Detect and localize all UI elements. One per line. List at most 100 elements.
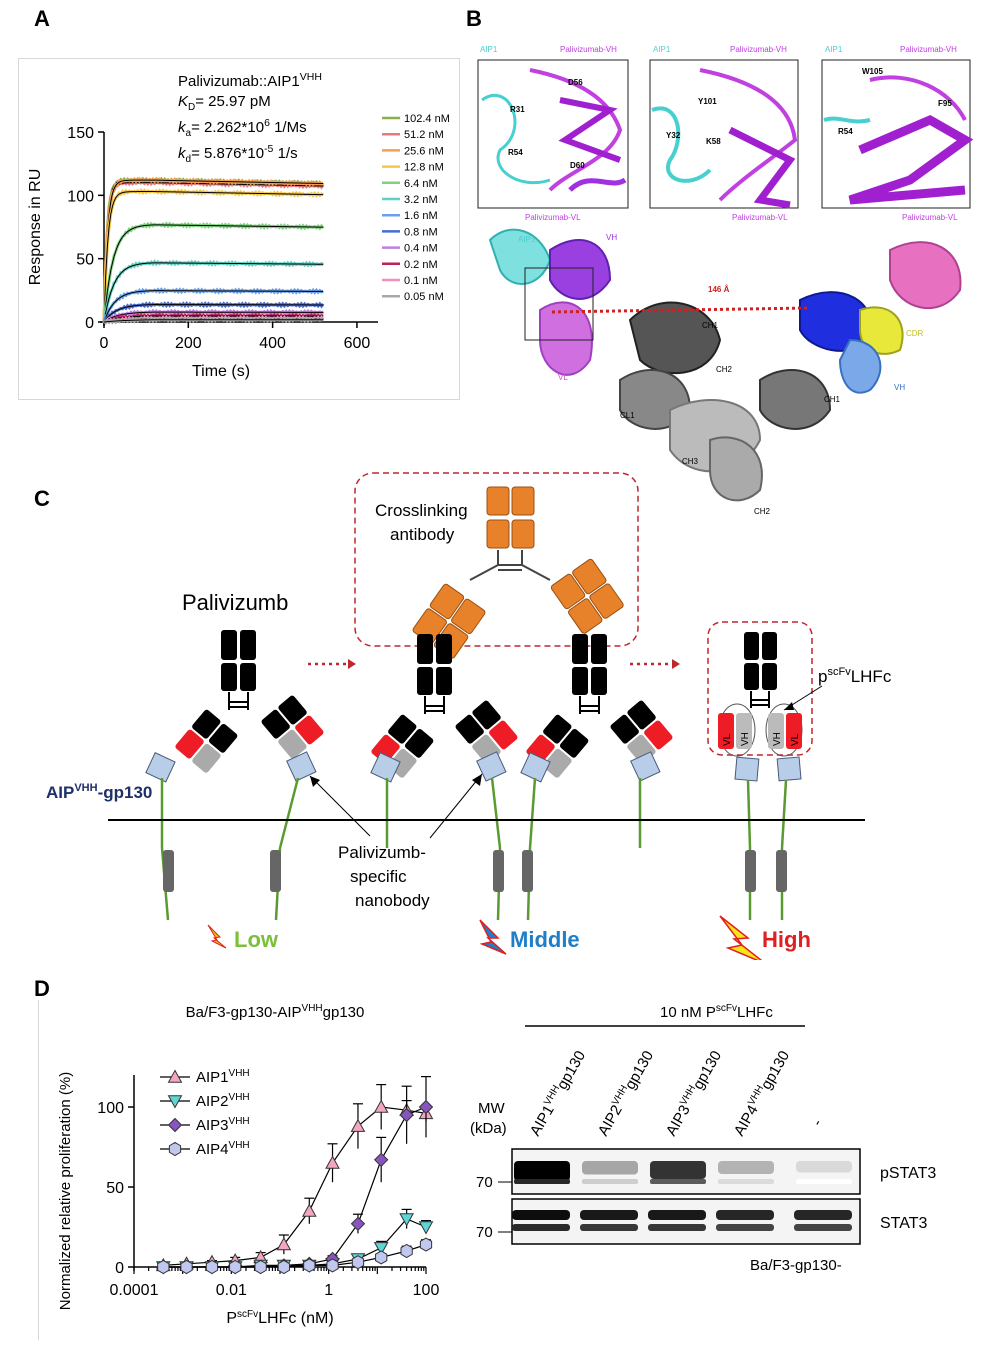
vl-label-right: VL bbox=[790, 733, 801, 746]
series-fit-9 bbox=[103, 315, 324, 323]
nanobody-label-line2: specific bbox=[350, 867, 407, 886]
series-fit-7 bbox=[103, 304, 324, 323]
palivizumb-antibody-2 bbox=[371, 634, 518, 778]
legend-label-4: 6.4 nM bbox=[404, 178, 438, 190]
data-point-1-9 bbox=[373, 1242, 389, 1256]
legend-label-8: 0.4 nM bbox=[404, 243, 438, 255]
vh-label-left: VH bbox=[740, 732, 751, 746]
vh-label-right: VH bbox=[772, 732, 783, 746]
palivizumb-label: Palivizumb bbox=[182, 590, 288, 615]
legend-label-main: AIP1 bbox=[196, 1069, 229, 1086]
data-point-3-6 bbox=[303, 1258, 316, 1273]
series-data-1 bbox=[102, 179, 325, 323]
residue-y32: Y32 bbox=[666, 131, 681, 140]
kinetics-koff: kd= 5.876*10-5 1/s bbox=[178, 143, 298, 165]
legend-label-2: AIP3VHH bbox=[196, 1116, 250, 1134]
legend-label-main: AIP4 bbox=[196, 1141, 229, 1158]
pscfv-lhfc-molecule: VL VH VH VL bbox=[718, 632, 803, 757]
residue-w105: W105 bbox=[862, 67, 883, 76]
overview-cdr: CDR bbox=[906, 329, 924, 338]
data-point-0-7 bbox=[325, 1155, 340, 1169]
overview-aip-right: AIP1 bbox=[910, 243, 928, 252]
chart-d-title: Ba/F3-gp130-AIPVHHgp130 bbox=[186, 1003, 365, 1021]
x-tick-label: 100 bbox=[413, 1282, 440, 1299]
stat3-band-lower-1 bbox=[580, 1224, 638, 1231]
series-fit-2 bbox=[103, 179, 324, 323]
x-axis-label-main: P bbox=[226, 1310, 237, 1327]
pscfv-box bbox=[707, 621, 813, 756]
stat3-band-1 bbox=[580, 1210, 638, 1220]
zoom2-aip-label: AIP1 bbox=[653, 45, 671, 54]
residue-r31: R31 bbox=[510, 105, 525, 114]
stat3-band-lower-4 bbox=[794, 1224, 852, 1231]
series-data-0 bbox=[102, 176, 325, 324]
legend-marker-3 bbox=[168, 1141, 182, 1157]
legend-label-7: 0.8 nM bbox=[404, 226, 438, 238]
mw-marker-top: 70 bbox=[476, 1174, 493, 1191]
residue-r54-b: R54 bbox=[838, 127, 853, 136]
zoom3-vh-label: Palivizumab-VH bbox=[900, 45, 957, 54]
legend-label-9: 0.2 nM bbox=[404, 259, 438, 271]
chart-d-title-sup: VHH bbox=[302, 1003, 323, 1014]
data-point-0-8 bbox=[350, 1118, 366, 1132]
lane-label-1: AIP2VHHgp130 bbox=[594, 1047, 657, 1139]
stat3-band-3 bbox=[716, 1210, 774, 1220]
residue-r54: R54 bbox=[508, 148, 523, 157]
overview-aip-left: AIP1 bbox=[518, 235, 536, 244]
pstat3-band-lower-4 bbox=[796, 1179, 852, 1184]
series-data-2 bbox=[102, 176, 324, 322]
y-axis-label: Normalized relative proliferation (%) bbox=[57, 1072, 74, 1310]
pstat3-band-3 bbox=[718, 1161, 774, 1174]
crosslink-label-line1: Crosslinking bbox=[375, 501, 468, 520]
legend-label-10: 0.1 nM bbox=[404, 275, 438, 287]
data-point-3-8 bbox=[351, 1255, 365, 1270]
series-fit-6 bbox=[103, 290, 324, 323]
data-point-3-0 bbox=[157, 1259, 170, 1275]
overview-vh-right: VH bbox=[894, 383, 905, 392]
legend-label-1: 51.2 nM bbox=[404, 129, 444, 141]
lane-label-4: - bbox=[809, 1116, 826, 1129]
stat3-bands bbox=[512, 1210, 852, 1231]
crosslinking-antibody bbox=[412, 486, 624, 659]
kinetics-ka: ka= 2.262*106 1/Ms bbox=[178, 117, 307, 139]
distance-label: 146 Å bbox=[708, 285, 730, 294]
mw-marker-bottom: 70 bbox=[476, 1224, 493, 1241]
data-point-2-11 bbox=[418, 1099, 434, 1115]
overview-ch3: CH3 bbox=[682, 457, 699, 466]
stat3-band-lower-2 bbox=[648, 1224, 706, 1231]
kinetics-box: Palivizumab::AIP1VHH KD= 25.97 pM ka= 2.… bbox=[178, 72, 322, 170]
pstat3-bands bbox=[514, 1161, 852, 1184]
data-point-3-5 bbox=[277, 1259, 290, 1275]
series-data-3 bbox=[102, 188, 324, 321]
blot-treatment-label: 10 nM PscFvLHFc bbox=[660, 1003, 773, 1021]
panel-letter-c: C bbox=[34, 486, 50, 511]
x-axis-label: PscFvLHFc (nM) bbox=[226, 1309, 333, 1327]
signal-bolt-middle bbox=[479, 919, 507, 955]
panel-d-frame bbox=[38, 1000, 469, 1340]
data-point-3-7 bbox=[326, 1258, 339, 1273]
lane-label-main: AIP2 bbox=[595, 1102, 626, 1139]
legend-label-main: AIP2 bbox=[196, 1093, 229, 1110]
zoom2-vh-label: Palivizumab-VH bbox=[730, 45, 787, 54]
pstat3-band-1 bbox=[582, 1161, 638, 1175]
x-tick-label: 400 bbox=[259, 335, 286, 352]
structure-zoom-1: AIP1 Palivizumab-VH Palivizumab-VL R31 D… bbox=[477, 45, 629, 222]
structure-panel: AIP1 Palivizumab-VH Palivizumab-VL R31 D… bbox=[477, 45, 974, 516]
series-fit-0 bbox=[103, 179, 324, 323]
zoom1-aip-label: AIP1 bbox=[480, 45, 498, 54]
y-tick-label: 50 bbox=[106, 1180, 124, 1197]
stat3-band-0 bbox=[512, 1210, 570, 1220]
palivizumb-antibody-1 bbox=[175, 630, 324, 773]
zoom3-aip-label: AIP1 bbox=[825, 45, 843, 54]
series-fit-8 bbox=[103, 311, 324, 323]
y-axis-label: Response in RU bbox=[27, 169, 44, 286]
legend-label-sup: VHH bbox=[229, 1116, 250, 1127]
y-tick-label: 50 bbox=[76, 252, 94, 269]
pstat3-band-lower-1 bbox=[582, 1179, 638, 1184]
lane-label-tail: gp130 bbox=[622, 1048, 658, 1093]
legend-label-11: 0.05 nM bbox=[404, 291, 444, 303]
structure-zoom-3: AIP1 Palivizumab-VH Palivizumab-VL W105 … bbox=[821, 45, 974, 222]
data-point-3-11 bbox=[419, 1237, 433, 1252]
legend-label-main: AIP3 bbox=[196, 1117, 229, 1134]
transmembrane-domains bbox=[163, 850, 787, 892]
